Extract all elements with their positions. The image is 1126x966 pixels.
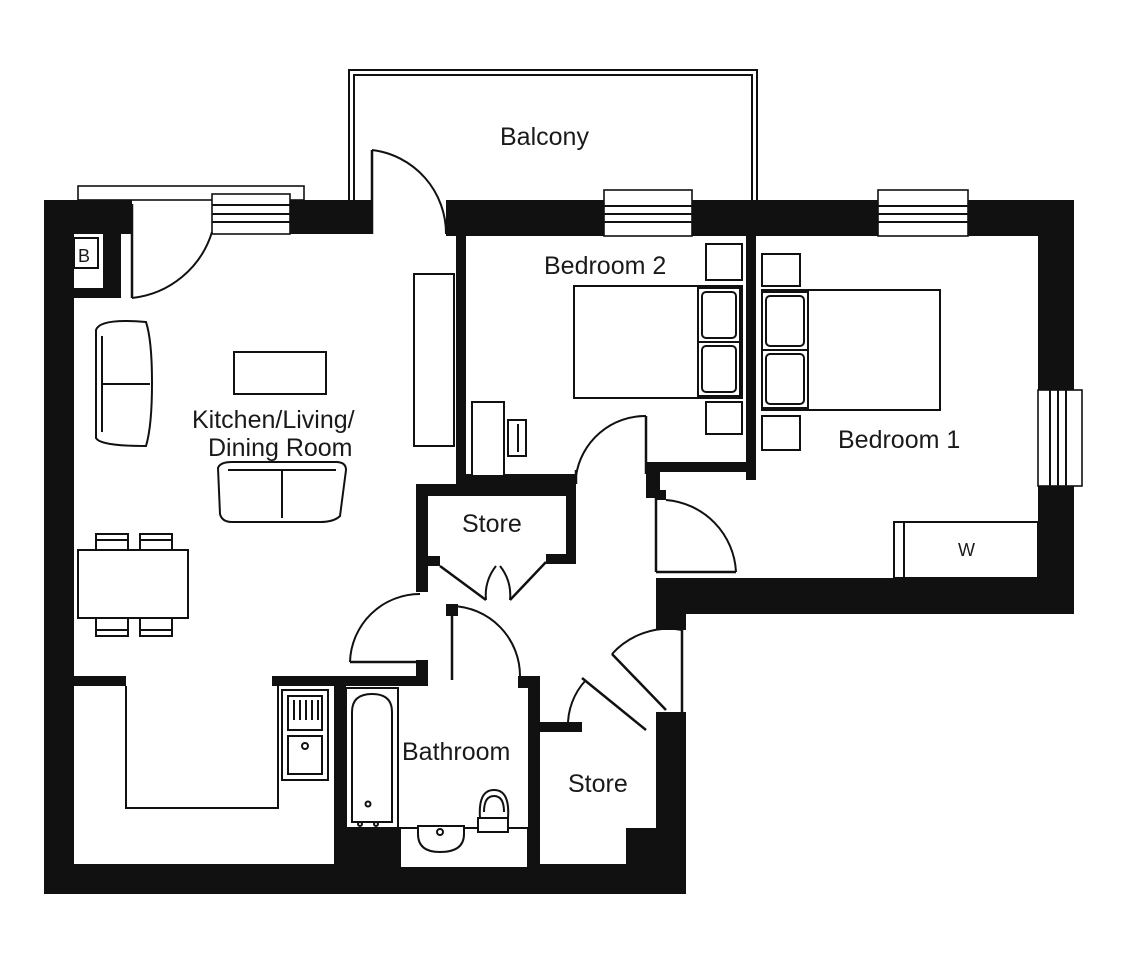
bedroom1-bedside-bottom xyxy=(761,415,801,451)
bedroom1-bed xyxy=(761,289,941,411)
window-bedroom1-side xyxy=(1037,389,1083,487)
boiler-label: B xyxy=(78,246,90,266)
door-living-hall xyxy=(349,593,421,664)
bedroom1-bedside-top xyxy=(761,253,801,287)
bedroom1-label: Bedroom 1 xyxy=(838,426,960,454)
bedroom2-bed xyxy=(573,285,743,399)
sofa-bottom xyxy=(216,461,348,523)
sofa-left xyxy=(95,320,154,448)
balcony-label: Balcony xyxy=(500,123,589,151)
window-bedroom1-top xyxy=(877,189,969,237)
door-bathroom xyxy=(450,605,521,680)
walls xyxy=(44,200,1074,894)
bathroom-label: Bathroom xyxy=(402,738,510,766)
coffee-table xyxy=(233,351,327,395)
door-main-corridor xyxy=(611,627,684,712)
balcony-railing xyxy=(348,69,758,202)
door-store-upper xyxy=(439,561,547,602)
bedroom2-bedside-top xyxy=(705,243,743,281)
kitchen-label-line1: Kitchen/Living/ xyxy=(192,406,355,434)
door-balcony xyxy=(370,149,448,235)
store-upper-label: Store xyxy=(462,510,522,538)
door-bedroom2 xyxy=(574,414,648,484)
boiler-cupboard xyxy=(73,237,99,269)
bedroom2-label: Bedroom 2 xyxy=(544,252,666,280)
bedroom2-bedside-bottom xyxy=(705,401,743,435)
store-lower-label: Store xyxy=(568,770,628,798)
door-entrance xyxy=(130,204,213,299)
dining-set xyxy=(77,533,189,637)
door-store-lower xyxy=(566,677,647,731)
kitchen-counter xyxy=(125,686,329,809)
kitchen-label-line2: Dining Room xyxy=(208,434,353,462)
window-bedroom2-top xyxy=(603,189,693,237)
tv-unit xyxy=(413,273,455,447)
bedroom2-desk xyxy=(471,401,527,477)
window-living-top xyxy=(77,185,305,235)
bath xyxy=(345,687,399,829)
wardrobe xyxy=(893,521,1039,579)
door-bedroom1 xyxy=(654,496,737,574)
toilet xyxy=(477,788,510,833)
bathroom-sink xyxy=(399,825,529,869)
wardrobe-label: W xyxy=(958,540,975,560)
